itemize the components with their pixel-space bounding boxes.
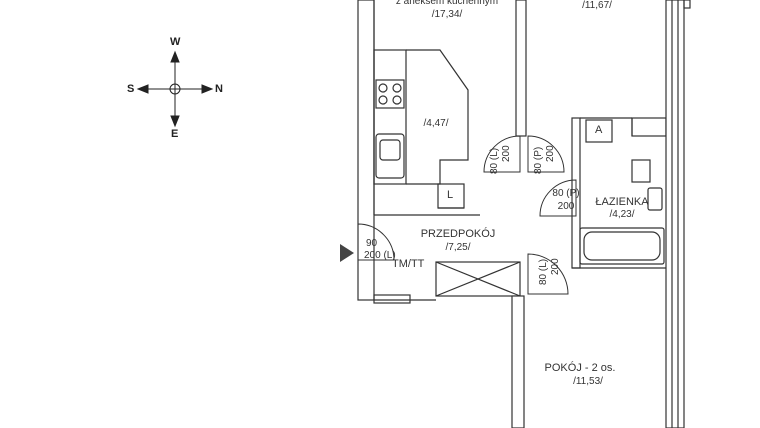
compass-e: E [171,128,179,140]
door4-width: 80 (L) [538,258,549,285]
stair-box [435,261,521,297]
door4-height: 200 [550,258,561,275]
compass-n: N [215,83,223,95]
door2-height: 200 [545,145,556,162]
compass-rose [136,50,214,128]
living-area: /17,34/ [431,9,463,20]
wall-partition [515,0,527,137]
mark-a: A [595,124,603,136]
hall-area: /7,25/ [445,242,471,253]
mark-tm-tt: TM/TT [392,258,425,270]
bath-name: ŁAZIENKA [595,196,649,208]
door2-width: 80 (P) [533,146,544,174]
entry-arrow-icon [340,244,354,262]
kitchen-counter [373,49,407,185]
door1-width: 80 (L) [489,147,500,174]
bedroom1-area: /11,67/ [582,0,612,11]
bedroom2-name: POKÓJ - 2 os. [544,362,616,374]
bath-area: /4,23/ [609,209,635,220]
wall-east [665,0,685,428]
bathtub [579,227,665,265]
compass-s: S [127,83,135,95]
hall-name: PRZEDPOKÓJ [420,228,496,240]
living-caption: z aneksem kuchennym [395,0,499,7]
door1-height: 200 [501,145,512,162]
door3-width: 80 (P) [552,188,580,199]
mark-l: L [447,189,454,201]
kitchen-area: /4,47/ [423,118,449,129]
entry-door-height: 200 (L) [364,250,396,261]
door3-height: 200 [557,201,575,212]
bedroom2-area: /11,53/ [573,376,603,387]
compass-w: W [170,36,181,48]
entry-door-width: 90 [366,238,378,249]
